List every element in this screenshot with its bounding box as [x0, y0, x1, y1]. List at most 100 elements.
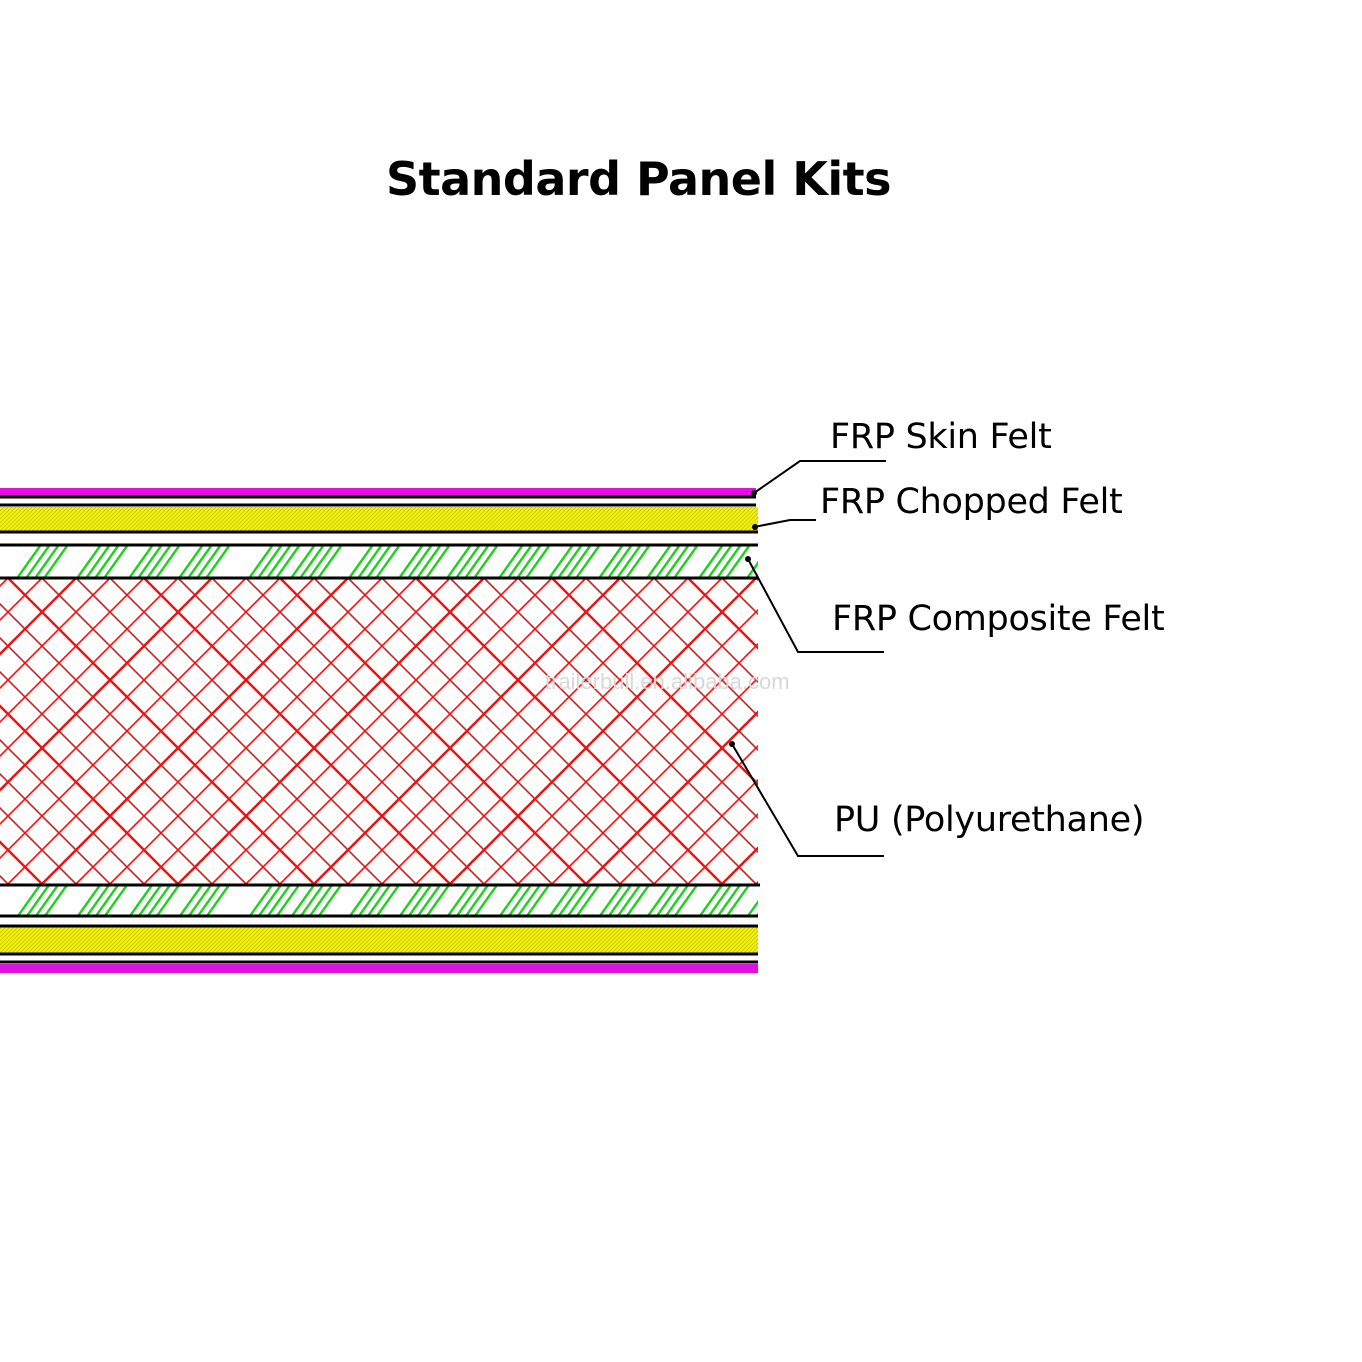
chopped-felt-hatch-line: [195, 507, 221, 531]
chopped-felt-hatch-line: [67, 507, 93, 531]
composite-felt-hatch-line: [526, 546, 550, 577]
chopped-felt-hatch-line: [735, 930, 758, 953]
chopped-felt-hatch-line: [599, 507, 625, 531]
chopped-felt-hatch-line: [727, 927, 755, 953]
chopped-felt-hatch-line: [431, 507, 457, 531]
chopped-felt-hatch-line: [51, 507, 77, 531]
composite-felt-hatch-line: [617, 885, 641, 916]
chopped-felt-hatch-line: [691, 507, 717, 531]
chopped-felt-hatch-line: [23, 507, 49, 531]
chopped-felt-hatch-line: [695, 507, 721, 531]
chopped-felt-hatch-line: [159, 927, 187, 953]
skin-felt-bottom: [0, 964, 758, 973]
chopped-felt-hatch-line: [755, 528, 758, 531]
leader-dots: [729, 490, 758, 747]
chopped-felt-hatch-line: [171, 927, 199, 953]
chopped-felt-hatch-line: [155, 927, 183, 953]
chopped-felt-hatch-line: [275, 507, 301, 531]
chopped-felt-hatch-line: [211, 507, 237, 531]
chopped-felt-hatch-line: [764, 507, 788, 531]
chopped-felt-hatch-line: [627, 507, 653, 531]
chopped-felt-hatch-line: [15, 507, 41, 531]
pu-hatch-line: [109, 578, 417, 884]
chopped-felt-hatch-line: [543, 507, 569, 531]
chopped-felt-hatch-line: [0, 927, 27, 953]
chopped-felt-hatch-line: [271, 507, 297, 531]
chopped-felt-hatch-line: [131, 507, 157, 531]
composite-felt-hatch-line: [549, 885, 573, 916]
chopped-felt-hatch-line: [579, 507, 605, 531]
chopped-felt-hatch-line: [43, 507, 69, 531]
chopped-felt-hatch-line: [203, 507, 229, 531]
composite-felt-hatch-line: [318, 885, 342, 916]
chopped-felt-hatch-line: [679, 927, 707, 953]
composite-felt-hatch-line: [674, 885, 698, 916]
chopped-felt-hatch-line: [119, 927, 147, 953]
chopped-felt-hatch-line: [359, 927, 387, 953]
chopped-felt-hatch-line: [259, 927, 287, 953]
composite-felt-hatch-line: [775, 546, 797, 577]
chopped-felt-hatch-line: [391, 927, 419, 953]
chopped-felt-hatch-line: [631, 927, 659, 953]
composite-felt-hatch-line: [95, 546, 119, 577]
chopped-felt-hatch-line: [755, 950, 758, 953]
pu-hatch-line: [449, 578, 757, 884]
chopped-felt-hatch-line: [695, 927, 723, 953]
chopped-felt-hatch-line: [267, 927, 295, 953]
chopped-felt-hatch-line: [615, 927, 643, 953]
leader-composite-felt: [747, 558, 884, 653]
chopped-felt-hatch-line: [475, 507, 501, 531]
chopped-felt-hatch-line: [47, 507, 73, 531]
chopped-felt-hatch-line: [0, 507, 13, 520]
chopped-felt-hatch-line: [643, 927, 671, 953]
chopped-felt-hatch-line: [547, 507, 573, 531]
chopped-felt-hatch-line: [471, 927, 499, 953]
chopped-felt-hatch-line: [667, 927, 695, 953]
chopped-felt-hatch-line: [459, 507, 485, 531]
chopped-felt-hatch-line: [711, 507, 737, 531]
composite-felt-hatch-line: [499, 885, 523, 916]
chopped-felt-hatch-line: [523, 507, 549, 531]
chopped-felt-hatch-line: [227, 507, 253, 531]
chopped-felt-hatch-line: [183, 507, 209, 531]
composite-felt-hatch-line: [526, 885, 550, 916]
composite-felt-hatch-line: [138, 546, 162, 577]
chopped-felt-hatch-line: [591, 507, 617, 531]
composite-felt-hatch-line: [156, 885, 180, 916]
chopped-felt-hatch-line: [91, 927, 119, 953]
chopped-felt-hatch-line: [491, 507, 517, 531]
chopped-felt-hatch-line: [0, 927, 7, 934]
chopped-felt-hatch-line: [139, 507, 165, 531]
chopped-felt-hatch-line: [299, 927, 327, 953]
chopped-felt-hatch-line: [79, 507, 105, 531]
pu-hatch-line: [1198, 578, 1362, 884]
composite-felt-hatch-line: [179, 885, 203, 916]
chopped-felt-hatch-line: [187, 507, 213, 531]
chopped-felt-hatch-line: [39, 927, 67, 953]
chopped-felt-hatch-line: [479, 927, 507, 953]
chopped-felt-hatch-line: [119, 507, 145, 531]
chopped-felt-hatch-line: [31, 507, 57, 531]
chopped-felt-top: [0, 507, 788, 531]
chopped-felt-hatch-line: [643, 507, 669, 531]
chopped-felt-hatch-line: [499, 927, 527, 953]
chopped-felt-hatch-line: [255, 507, 281, 531]
pu-hatch-line: [0, 578, 9, 588]
chopped-felt-hatch-line: [707, 927, 735, 953]
chopped-felt-hatch-line: [760, 927, 786, 953]
composite-felt-hatch-line: [426, 546, 450, 577]
chopped-felt-hatch-line: [47, 927, 75, 953]
pu-hatch-line: [7, 578, 315, 884]
chopped-felt-hatch-line: [495, 927, 523, 953]
chopped-felt-hatch-line: [243, 927, 271, 953]
chopped-felt-hatch-line: [651, 927, 679, 953]
chopped-felt-hatch-line: [59, 507, 85, 531]
chopped-felt-hatch-line: [647, 927, 675, 953]
chopped-felt-hatch-line: [323, 507, 349, 531]
pu-hatch-line: [279, 578, 587, 884]
chopped-felt-hatch-line: [307, 927, 335, 953]
pu-hatch-line: [245, 578, 553, 884]
chopped-felt-hatch-line: [571, 507, 597, 531]
chopped-felt-hatch-line: [579, 927, 607, 953]
